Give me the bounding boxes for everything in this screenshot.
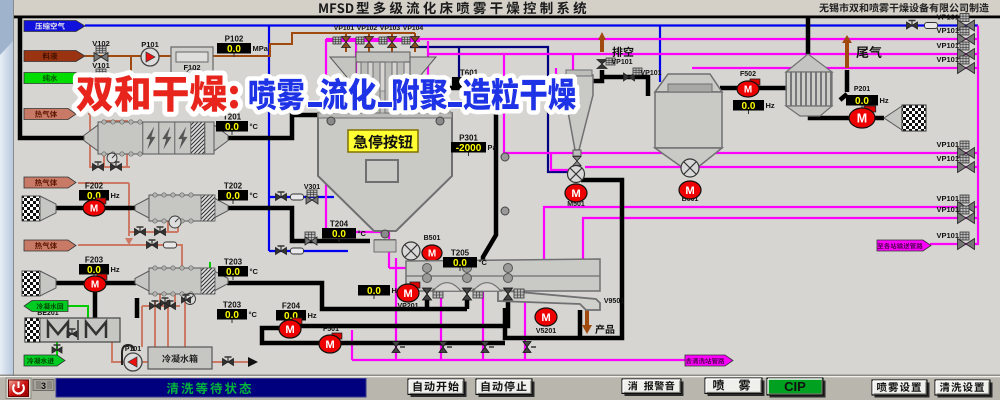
svg-text:MPa: MPa [253, 44, 269, 53]
svg-text:VP101: VP101 [936, 231, 959, 240]
svg-text:T203: T203 [223, 301, 242, 310]
svg-text:VP101: VP101 [936, 26, 959, 35]
svg-text:V102: V102 [92, 39, 110, 48]
svg-text:M: M [685, 185, 694, 197]
svg-text:VP101: VP101 [640, 70, 661, 77]
svg-text:T201: T201 [223, 113, 242, 122]
svg-text:M: M [90, 204, 98, 215]
svg-text:T205: T205 [451, 249, 470, 258]
svg-text:VP101: VP101 [611, 59, 632, 66]
svg-text:P102: P102 [225, 35, 244, 44]
svg-text:F501: F501 [323, 326, 339, 333]
svg-text:CIP: CIP [784, 379, 806, 394]
svg-text:M: M [541, 312, 550, 324]
svg-text:T601: T601 [460, 69, 479, 78]
svg-text:VP101: VP101 [334, 25, 355, 32]
svg-text:M: M [744, 85, 752, 96]
svg-text:M: M [403, 288, 412, 300]
svg-text:0.0: 0.0 [453, 258, 467, 269]
svg-text:VP101: VP101 [936, 13, 959, 22]
svg-text:Hz: Hz [392, 286, 401, 295]
svg-text:F204: F204 [282, 302, 301, 311]
svg-text:M501: M501 [567, 201, 585, 208]
svg-text:M: M [91, 280, 99, 291]
svg-text:°C: °C [249, 310, 258, 319]
svg-text:0.0: 0.0 [227, 44, 241, 55]
svg-text:VP201: VP201 [397, 303, 418, 310]
svg-text:VP101: VP101 [936, 55, 959, 64]
svg-text:BE201: BE201 [37, 310, 59, 317]
svg-text:M: M [857, 112, 867, 126]
svg-text:0.0: 0.0 [225, 310, 239, 321]
svg-text:-2000: -2000 [456, 143, 482, 154]
svg-text:V101: V101 [92, 61, 110, 70]
svg-text:T203: T203 [224, 258, 243, 267]
svg-text:V9501: V9501 [604, 298, 624, 305]
svg-text:°C: °C [250, 267, 259, 276]
svg-text:0.0: 0.0 [226, 191, 240, 202]
svg-text:Hz: Hz [308, 311, 317, 320]
svg-text:P201: P201 [854, 86, 870, 93]
svg-text:B501: B501 [424, 235, 441, 242]
svg-text:F203: F203 [85, 256, 104, 265]
svg-text:Hz: Hz [766, 101, 775, 110]
svg-text:Hz: Hz [880, 96, 889, 105]
svg-text:0.0: 0.0 [87, 191, 101, 202]
svg-text:M: M [571, 188, 580, 200]
svg-text:VP101: VP101 [936, 154, 959, 163]
svg-text:M: M [285, 324, 294, 336]
svg-text:VP101: VP101 [936, 140, 959, 149]
svg-text:°C: °C [250, 191, 259, 200]
svg-text:0.0: 0.0 [87, 265, 101, 276]
svg-text:Hz: Hz [111, 265, 120, 274]
svg-text:F502: F502 [740, 71, 756, 78]
svg-text:0.0: 0.0 [284, 311, 298, 322]
svg-text:0.0: 0.0 [225, 122, 239, 133]
svg-text:P101: P101 [141, 40, 159, 49]
svg-text:°C: °C [250, 122, 259, 131]
svg-text:T204: T204 [330, 220, 349, 229]
svg-text:VP101: VP101 [936, 194, 959, 203]
svg-text:M: M [428, 249, 436, 260]
svg-text:Pa: Pa [488, 143, 498, 152]
svg-text:V5201: V5201 [536, 328, 556, 335]
svg-text:M: M [325, 339, 334, 351]
svg-text:VP102: VP102 [357, 25, 378, 32]
svg-text:VP101: VP101 [936, 41, 959, 50]
svg-text:F202: F202 [85, 182, 104, 191]
svg-text:VP104: VP104 [403, 25, 424, 32]
svg-text:0.0: 0.0 [226, 267, 240, 278]
svg-text:Hz: Hz [111, 191, 120, 200]
svg-text:°C: °C [479, 258, 488, 267]
svg-text:0.0: 0.0 [742, 101, 756, 112]
svg-text:VP103: VP103 [380, 25, 401, 32]
svg-text:T202: T202 [224, 182, 243, 191]
svg-text:°C: °C [358, 229, 367, 238]
svg-text:VP101: VP101 [936, 205, 959, 214]
svg-text:3: 3 [41, 381, 46, 391]
svg-text:0.0: 0.0 [855, 96, 869, 107]
svg-text:0.0: 0.0 [367, 286, 381, 297]
svg-text:0.0: 0.0 [332, 229, 346, 240]
svg-text:V301: V301 [304, 184, 320, 191]
svg-text:F102: F102 [183, 63, 200, 72]
svg-text:P301: P301 [459, 134, 478, 143]
